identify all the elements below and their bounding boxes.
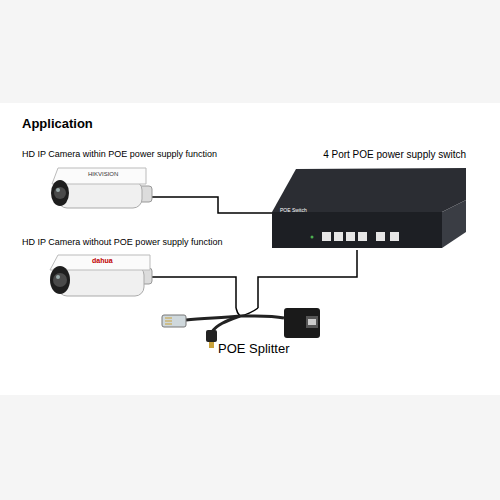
- brand-logo: dahua: [92, 257, 113, 264]
- splitter-node: POE Splitter: [150, 308, 340, 362]
- switch-front: [272, 212, 442, 248]
- camera-cable: [150, 197, 242, 213]
- diagram-title: Application: [22, 116, 93, 131]
- plug-pins: [165, 318, 172, 324]
- non-poe-camera: [50, 255, 236, 303]
- rj45-plug: [162, 315, 186, 327]
- network-cable: [236, 303, 237, 308]
- cable-line: [235, 303, 237, 308]
- switch-node: 4 Port POE power supply switch: [272, 149, 466, 250]
- socket-inner: [308, 319, 316, 325]
- brand-logo: HIKVISION: [88, 171, 118, 177]
- switch-port: [322, 232, 331, 241]
- lens-glint: [56, 275, 60, 279]
- node-label: 4 Port POE power supply switch: [323, 149, 466, 161]
- switch-port: [346, 232, 355, 241]
- camera-bezel: [51, 180, 69, 206]
- camera-node: HD IP Camera within POE power supply fun…: [20, 149, 242, 217]
- dc-cable: [212, 316, 240, 332]
- switch-side: [442, 200, 466, 248]
- node-label: HD IP Camera within POE power supply fun…: [22, 149, 217, 160]
- network-cable: [242, 213, 272, 214]
- dc-plug: [206, 330, 217, 342]
- camera-sunshield: [52, 168, 146, 184]
- camera-lens: [54, 187, 66, 199]
- poe-camera: [51, 168, 242, 213]
- cable-line: [258, 250, 357, 308]
- white-panel: [0, 103, 500, 395]
- splitter-cable: [240, 316, 284, 318]
- camera-bezel: [50, 266, 70, 294]
- camera-sunshield: [50, 255, 150, 270]
- lens-glint: [56, 188, 60, 192]
- device-marking: POE Switch: [280, 207, 307, 213]
- splitter-box: [284, 308, 320, 338]
- switch-port: [390, 232, 399, 241]
- switch-top: [272, 168, 466, 212]
- status-led: [311, 236, 314, 239]
- camera-node: HD IP Camera without POE power supply fu…: [20, 237, 242, 303]
- camera-lens: [53, 273, 67, 287]
- node-label: HD IP Camera without POE power supply fu…: [22, 237, 222, 248]
- node-label: POE Splitter: [218, 341, 290, 357]
- switch-port: [358, 232, 367, 241]
- dc-tip: [209, 342, 214, 348]
- camera-cable: [150, 277, 236, 303]
- switch-port: [334, 232, 343, 241]
- switch-port: [376, 232, 385, 241]
- network-cable: [258, 250, 357, 308]
- cable-line: [242, 212, 272, 214]
- camera-body: [58, 181, 142, 208]
- poe-switch: [272, 168, 466, 248]
- rj45-socket: [306, 316, 318, 328]
